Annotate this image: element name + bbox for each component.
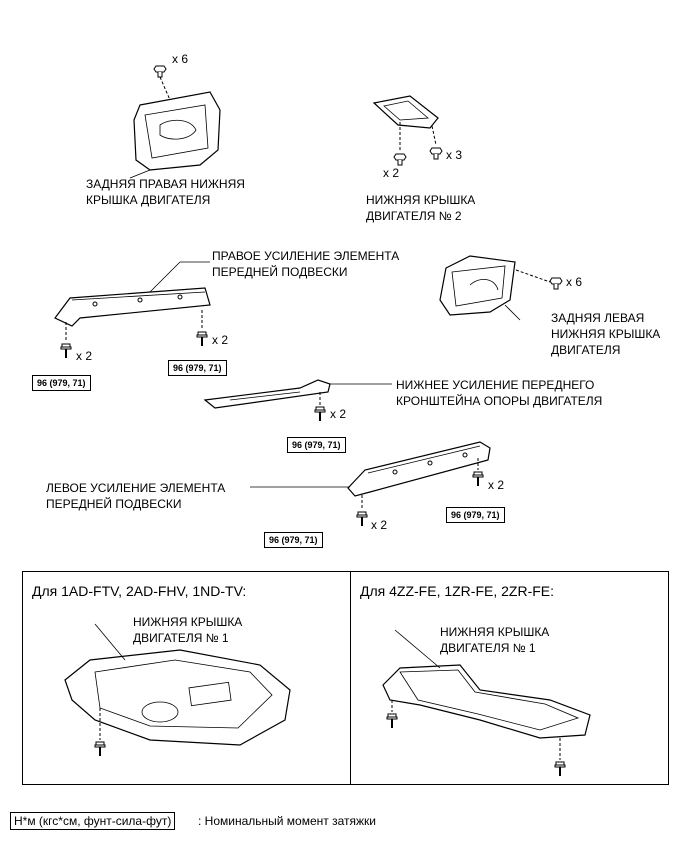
lower-cover-1-ad-drawing bbox=[64, 623, 291, 757]
right-reinforcement-label-line2: ПЕРЕДНЕЙ ПОДВЕСКИ bbox=[212, 265, 348, 279]
lower-bracket-reinforcement-drawing bbox=[203, 379, 392, 422]
variant-panel-zz-title: Для 4ZZ-FE, 1ZR-FE, 2ZR-FE: bbox=[360, 583, 555, 599]
left-reinforcement-label-line1: ЛЕВОЕ УСИЛЕНИЕ ЭЛЕМЕНТА bbox=[46, 481, 226, 495]
variant-panel-zz-label-line1: НИЖНЯЯ КРЫШКА bbox=[440, 625, 550, 639]
right-reinforcement-qty-left: x 2 bbox=[76, 349, 93, 363]
legend-unit-box: Н*м (кгс*см, фунт-сила-фут) bbox=[10, 812, 176, 830]
rear-right-cover-label-line1: ЗАДНЯЯ ПРАВАЯ НИЖНЯЯ bbox=[86, 177, 245, 191]
lower-cover-1-zz-drawing bbox=[382, 629, 591, 777]
right-reinforcement-torque-left: 96 (979, 71) bbox=[32, 375, 91, 391]
lower-cover-2-drawing bbox=[372, 95, 443, 166]
lower-cover-2-qty-right: x 3 bbox=[446, 148, 463, 162]
variant-panel-ad-label-line1: НИЖНЯЯ КРЫШКА bbox=[133, 615, 243, 629]
lower-cover-2-label-line2: ДВИГАТЕЛЯ № 2 bbox=[366, 209, 462, 223]
rear-left-cover-label-line2: НИЖНЯЯ КРЫШКА bbox=[551, 327, 661, 341]
rear-right-cover-qty: x 6 bbox=[172, 52, 189, 66]
lower-bracket-reinforcement-torque: 96 (979, 71) bbox=[287, 437, 346, 453]
lower-cover-2-label-line1: НИЖНЯЯ КРЫШКА bbox=[366, 193, 476, 207]
legend-description: : Номинальный момент затяжки bbox=[198, 814, 376, 828]
left-reinforcement-qty-left: x 2 bbox=[371, 518, 388, 532]
variant-panel-ad-title: Для 1AD-FTV, 2AD-FHV, 1ND-TV: bbox=[32, 583, 247, 599]
variant-panel-zz: Для 4ZZ-FE, 1ZR-FE, 2ZR-FE: bbox=[350, 571, 669, 785]
right-reinforcement-qty-right: x 2 bbox=[212, 333, 229, 347]
left-reinforcement-drawing bbox=[250, 441, 491, 527]
lower-bracket-reinforcement-label-line2: КРОНШТЕЙНА ОПОРЫ ДВИГАТЕЛЯ bbox=[396, 394, 603, 408]
variant-panel-ad: Для 1AD-FTV, 2AD-FHV, 1ND-TV: bbox=[22, 571, 351, 785]
right-reinforcement-torque-right: 96 (979, 71) bbox=[168, 360, 227, 376]
right-reinforcement-label-line1: ПРАВОЕ УСИЛЕНИЕ ЭЛЕМЕНТА bbox=[212, 249, 400, 263]
rear-left-cover-drawing bbox=[439, 255, 563, 321]
lower-cover-2-qty-left: x 2 bbox=[383, 166, 400, 180]
left-reinforcement-label-line2: ПЕРЕДНЕЙ ПОДВЕСКИ bbox=[46, 497, 182, 511]
rear-left-cover-qty: x 6 bbox=[566, 275, 583, 289]
left-reinforcement-qty-right: x 2 bbox=[488, 478, 505, 492]
left-reinforcement-torque-left: 96 (979, 71) bbox=[264, 532, 323, 548]
rear-right-cover-label-line2: КРЫШКА ДВИГАТЕЛЯ bbox=[86, 193, 211, 207]
lower-bracket-reinforcement-label-line1: НИЖНЕЕ УСИЛЕНИЕ ПЕРЕДНЕГО bbox=[396, 378, 595, 392]
variant-panel-zz-label-line2: ДВИГАТЕЛЯ № 1 bbox=[440, 641, 536, 655]
variant-panel-ad-label-line2: ДВИГАТЕЛЯ № 1 bbox=[133, 631, 229, 645]
rear-left-cover-label-line1: ЗАДНЯЯ ЛЕВАЯ bbox=[551, 311, 645, 325]
rear-left-cover-label-line3: ДВИГАТЕЛЯ bbox=[551, 343, 621, 357]
left-reinforcement-torque-right: 96 (979, 71) bbox=[446, 507, 505, 523]
lower-bracket-reinforcement-qty: x 2 bbox=[330, 407, 347, 421]
rear-right-cover-drawing bbox=[129, 65, 221, 179]
right-reinforcement-drawing bbox=[54, 261, 211, 359]
